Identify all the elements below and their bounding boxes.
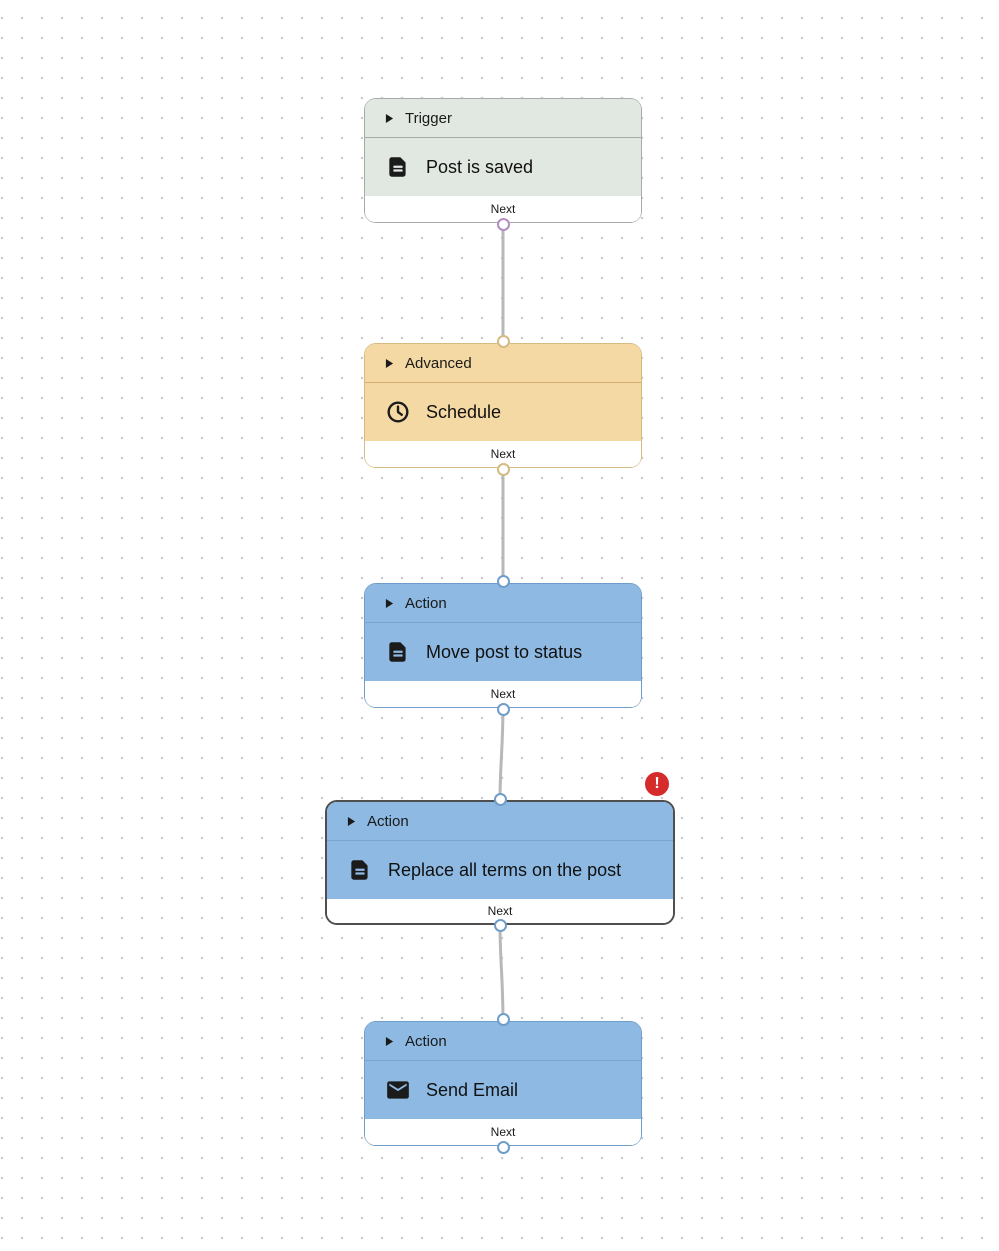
next-label: Next xyxy=(490,447,516,461)
next-label: Next xyxy=(487,904,513,918)
node-header[interactable]: Action xyxy=(365,584,641,623)
node-category-label: Action xyxy=(405,594,447,612)
output-handle[interactable] xyxy=(496,463,510,476)
node-title: Post is saved xyxy=(426,156,534,177)
collapse-arrow-icon xyxy=(385,358,394,369)
collapse-arrow-icon xyxy=(385,598,394,609)
node-advanced-schedule[interactable]: Advanced Schedule Next xyxy=(364,335,642,476)
collapse-arrow-icon xyxy=(385,113,394,124)
output-handle[interactable] xyxy=(496,218,510,231)
node-title: Schedule xyxy=(426,401,502,422)
node-header[interactable]: Action xyxy=(365,1022,641,1061)
node-body: Move post to status xyxy=(365,623,641,681)
input-handle[interactable] xyxy=(496,1013,510,1026)
node-action-move-post-to-status[interactable]: Action Move post to status Next xyxy=(364,575,642,716)
error-badge[interactable]: ! xyxy=(645,772,669,796)
next-label: Next xyxy=(490,687,516,701)
email-icon xyxy=(385,1077,411,1103)
node-action-replace-all-terms[interactable]: ! Action Replace all terms on the post xyxy=(325,772,675,932)
next-label: Next xyxy=(490,202,516,216)
node-footer: Next xyxy=(365,196,641,222)
output-handle[interactable] xyxy=(496,1141,510,1154)
output-handle[interactable] xyxy=(493,919,507,932)
node-body: Replace all terms on the post xyxy=(327,841,673,899)
node-category-label: Trigger xyxy=(405,109,452,127)
node-body: Send Email xyxy=(365,1061,641,1119)
node-body: Post is saved xyxy=(365,138,641,196)
node-trigger-post-is-saved[interactable]: Trigger Post is saved Next xyxy=(364,98,642,231)
edge-move-post-to-replace-terms[interactable] xyxy=(498,702,505,803)
node-footer: Next xyxy=(365,441,641,467)
document-icon xyxy=(347,857,373,883)
node-body: Schedule xyxy=(365,383,641,441)
node-title: Replace all terms on the post xyxy=(388,859,622,880)
node-title: Move post to status xyxy=(426,641,583,662)
document-icon xyxy=(385,154,411,180)
document-icon xyxy=(385,639,411,665)
node-category-label: Action xyxy=(405,1032,447,1050)
node-action-send-email[interactable]: Action Send Email Next xyxy=(364,1013,642,1154)
node-header[interactable]: Action xyxy=(327,802,673,841)
node-category-label: Action xyxy=(367,812,409,830)
output-handle[interactable] xyxy=(496,703,510,716)
input-handle[interactable] xyxy=(496,575,510,588)
next-label: Next xyxy=(490,1125,516,1139)
input-handle[interactable] xyxy=(496,335,510,348)
collapse-arrow-icon xyxy=(385,1036,394,1047)
node-title: Send Email xyxy=(426,1079,519,1100)
input-handle[interactable] xyxy=(493,793,507,806)
node-category-label: Advanced xyxy=(405,354,472,372)
collapse-arrow-icon xyxy=(347,816,356,827)
node-header[interactable]: Advanced xyxy=(365,344,641,383)
node-footer: Next xyxy=(365,1119,641,1145)
clock-icon xyxy=(385,399,411,425)
node-header[interactable]: Trigger xyxy=(365,99,641,138)
edge-replace-terms-to-send-email[interactable] xyxy=(498,922,505,1024)
